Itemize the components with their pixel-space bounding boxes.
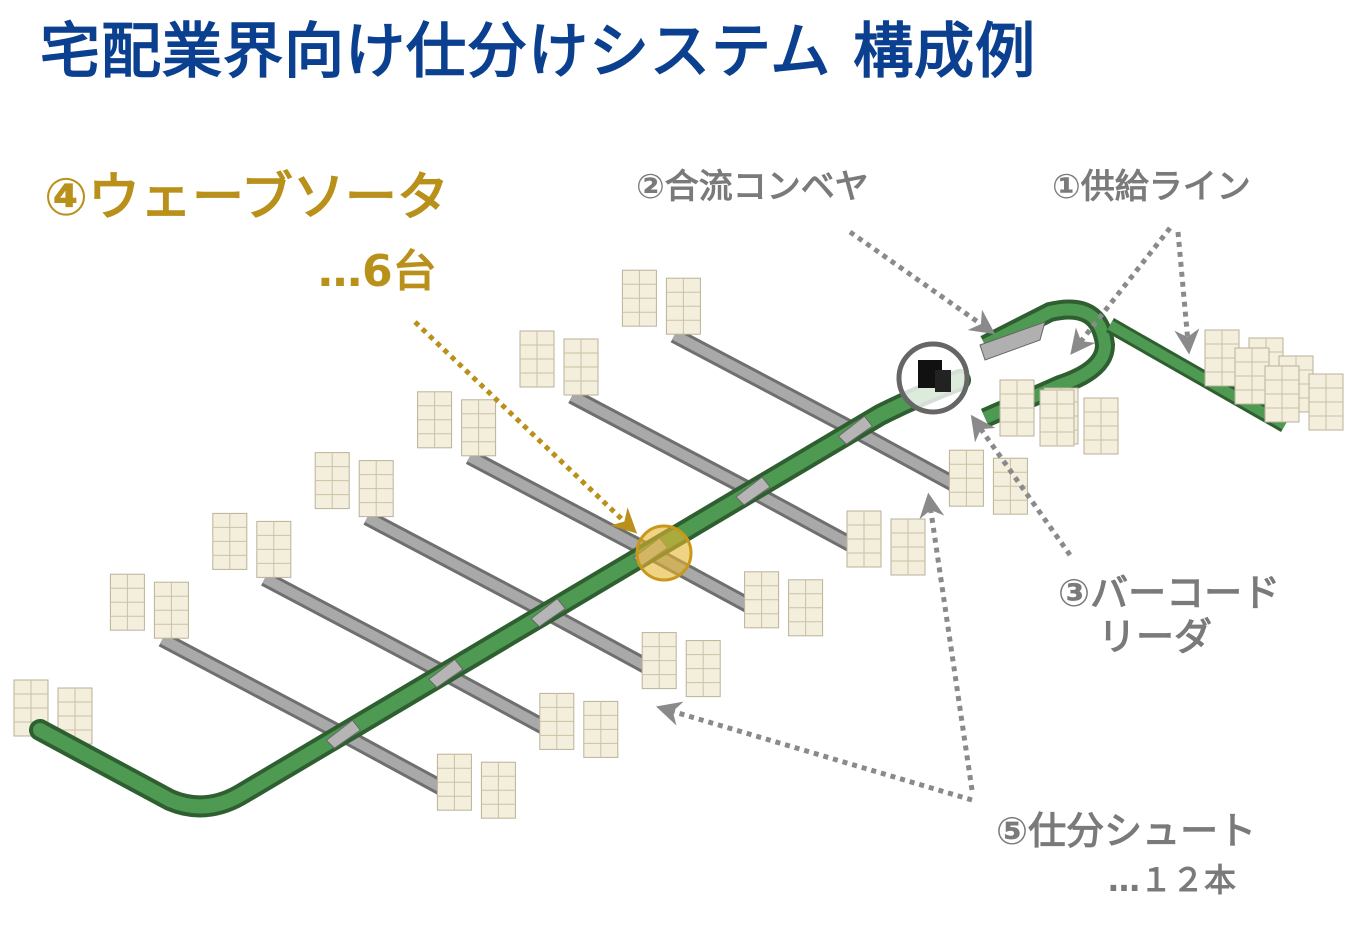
wave-sorter-highlight-icon — [635, 524, 693, 582]
merge-conveyor — [979, 299, 1116, 428]
supply-line-arrow-right — [1174, 231, 1200, 355]
supply-line-conveyor — [1106, 318, 1289, 432]
sort-chute-label: ⑤仕分シュート — [996, 809, 1257, 853]
barcode-reader-arrow — [970, 414, 1073, 557]
supply-line-arrow-left — [1070, 226, 1172, 355]
sort-chute-arrow-upper — [919, 492, 975, 791]
chute-left-surface — [364, 513, 550, 618]
cart-cage — [519, 330, 599, 396]
barcode-reader-icon — [896, 341, 970, 415]
barcode-reader-label-2: リーダ — [1098, 615, 1213, 659]
page-title: 宅配業界向け仕分けシステム 構成例 — [40, 17, 1037, 87]
cart-cage — [314, 452, 394, 518]
chute-left-surface — [467, 452, 652, 557]
cart-cage — [846, 510, 926, 576]
cart-cage — [744, 571, 824, 637]
cart-cage — [539, 692, 619, 758]
callout-arrows — [413, 226, 1200, 803]
cart-cage — [212, 512, 292, 578]
merge-conveyor-arrow — [848, 229, 996, 335]
sort-chute-arrow-lower — [656, 701, 973, 803]
cart-cage — [1039, 389, 1119, 455]
sorter-node — [530, 597, 566, 628]
cart-cage — [641, 632, 721, 698]
cart-cage — [621, 269, 701, 335]
merge-conveyor-label: ②合流コンベヤ — [636, 167, 869, 207]
chute-left-surface — [672, 330, 857, 435]
chute-left-surface — [569, 391, 755, 496]
chute-left-surface — [160, 634, 345, 739]
cart-cage — [1264, 365, 1344, 431]
chute-left-surface — [262, 573, 448, 678]
cart-cages — [13, 269, 1028, 819]
sort-chutes — [36, 328, 979, 808]
supply-cages — [999, 329, 1344, 455]
wave-sorter-count: …6台 — [318, 246, 437, 297]
sorter-node — [837, 415, 874, 445]
cart-cage — [436, 753, 516, 819]
supply-line-label: ①供給ライン — [1052, 167, 1251, 207]
sorter-node — [325, 719, 362, 749]
wave-sorter-label: ④ウェーブソータ — [44, 168, 449, 228]
sorter-node — [428, 658, 464, 689]
sorter-node — [735, 476, 771, 506]
sort-chute-count: …１２本 — [1108, 861, 1237, 899]
cart-cage — [109, 573, 189, 639]
barcode-reader-label: ③バーコード — [1058, 571, 1281, 615]
cart-cage — [417, 391, 497, 457]
